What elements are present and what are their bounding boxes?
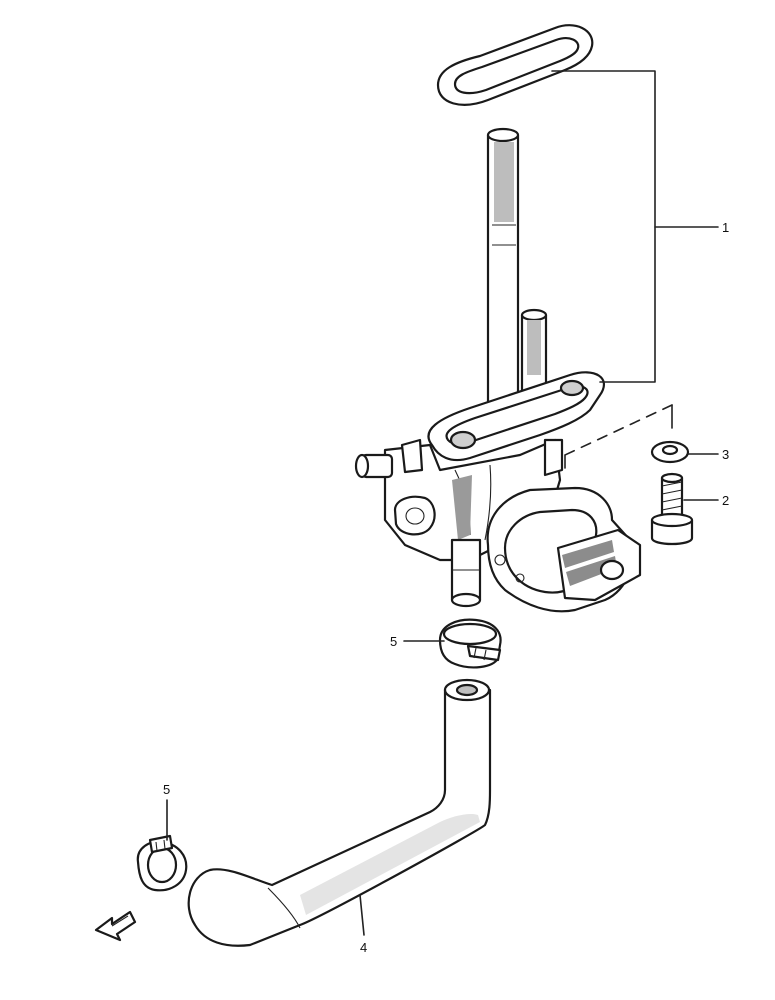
fuel-cock-assembly — [354, 127, 642, 613]
front-arrow-icon — [94, 910, 137, 942]
callout-3: 3 — [722, 447, 729, 462]
callout-1: 1 — [722, 220, 729, 235]
callout-2: 2 — [722, 493, 729, 508]
bolt — [650, 472, 694, 546]
washer — [650, 440, 690, 464]
callout-4: 4 — [360, 940, 367, 955]
leader-lines — [166, 70, 719, 936]
gasket — [436, 24, 594, 106]
hose-clamp-upper — [438, 618, 502, 669]
callout-5-upper: 5 — [390, 634, 397, 649]
hose-clamp-lower — [136, 834, 188, 892]
fuel-hose — [187, 678, 492, 947]
callout-5-lower: 5 — [163, 782, 170, 797]
